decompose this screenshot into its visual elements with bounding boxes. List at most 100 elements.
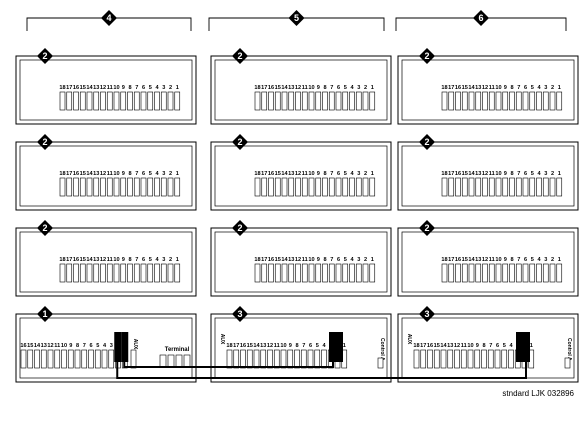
slot-number: 4 bbox=[155, 171, 159, 177]
slot-number: 1 bbox=[558, 171, 561, 177]
cable-connector bbox=[329, 332, 336, 362]
slot bbox=[294, 349, 300, 369]
slot bbox=[253, 349, 260, 369]
slot bbox=[167, 263, 174, 283]
slot bbox=[369, 91, 376, 111]
slot-number: 16 bbox=[240, 343, 246, 349]
badge-diamond bbox=[37, 306, 53, 322]
slot bbox=[549, 263, 556, 283]
cable-to-cabinet-6 bbox=[116, 362, 527, 379]
badge-diamond bbox=[37, 48, 53, 64]
slot-number: 8 bbox=[295, 343, 298, 349]
slot bbox=[174, 91, 181, 111]
slot-number: 12 bbox=[267, 343, 273, 349]
slot bbox=[280, 349, 287, 369]
slot bbox=[240, 349, 246, 369]
slot bbox=[502, 263, 509, 283]
slot-number: 12 bbox=[295, 257, 301, 263]
slot-number: 4 bbox=[537, 171, 541, 177]
cabinet-outer bbox=[210, 141, 392, 211]
slot bbox=[301, 263, 308, 283]
badge-diamond bbox=[419, 134, 435, 150]
slot-number: 4 bbox=[155, 85, 159, 91]
slot-number: 5 bbox=[531, 171, 534, 177]
slot-number: 2 bbox=[551, 171, 554, 177]
badge-number: 2 bbox=[42, 51, 47, 61]
badge: 5 bbox=[288, 10, 305, 26]
slot bbox=[67, 349, 74, 369]
slot bbox=[461, 177, 468, 197]
slot bbox=[113, 177, 120, 197]
slot-number: 16 bbox=[427, 343, 433, 349]
slot bbox=[487, 349, 494, 369]
slot bbox=[274, 177, 281, 197]
slot bbox=[274, 91, 281, 111]
slot-number: 13 bbox=[288, 257, 294, 263]
column-bracket: 4 bbox=[26, 10, 192, 31]
slot bbox=[93, 177, 100, 197]
slot-number: 13 bbox=[475, 85, 481, 91]
slot bbox=[79, 177, 86, 197]
slot-number: 7 bbox=[135, 257, 138, 263]
slot bbox=[355, 177, 362, 197]
aux-label: AUX bbox=[132, 339, 138, 350]
slot-number: 17 bbox=[448, 257, 454, 263]
slot bbox=[542, 91, 549, 111]
slot-number: 14 bbox=[86, 85, 93, 91]
slot bbox=[349, 91, 355, 111]
cabinet-inner bbox=[214, 145, 388, 207]
slot bbox=[86, 177, 93, 197]
slot-number: 6 bbox=[309, 343, 312, 349]
slot-number: 15 bbox=[434, 343, 440, 349]
slot bbox=[522, 91, 529, 111]
slot bbox=[66, 177, 73, 197]
slot bbox=[349, 177, 355, 197]
slot bbox=[308, 177, 315, 197]
slot-number: 6 bbox=[524, 85, 527, 91]
slot-number: 15 bbox=[275, 85, 281, 91]
slot bbox=[508, 349, 514, 369]
slot-number: 4 bbox=[322, 343, 326, 349]
slot bbox=[160, 91, 167, 111]
cabinet-outer bbox=[210, 227, 392, 297]
slot-number: 13 bbox=[288, 85, 294, 91]
slot-number: 14 bbox=[86, 257, 93, 263]
slot-number: 17 bbox=[420, 343, 426, 349]
slot-number: 12 bbox=[295, 171, 301, 177]
slot bbox=[267, 349, 273, 369]
slot bbox=[362, 263, 369, 283]
slot bbox=[167, 91, 174, 111]
slot-number: 4 bbox=[350, 171, 354, 177]
slot bbox=[174, 263, 181, 283]
badge: 2 bbox=[37, 134, 53, 150]
slot-number: 13 bbox=[475, 171, 481, 177]
badge: 2 bbox=[232, 48, 248, 64]
badge: 2 bbox=[37, 48, 53, 64]
slot bbox=[488, 263, 495, 283]
slot-number: 4 bbox=[103, 343, 107, 349]
badge-number: 2 bbox=[237, 51, 242, 61]
slot-number: 15 bbox=[247, 343, 253, 349]
cabinet-inner bbox=[401, 145, 575, 207]
slot-number: 14 bbox=[281, 171, 288, 177]
slot bbox=[335, 177, 342, 197]
control-slot bbox=[564, 357, 571, 369]
slot bbox=[147, 177, 154, 197]
slot-number: 18 bbox=[441, 257, 447, 263]
slot-number: 10 bbox=[495, 85, 501, 91]
slot bbox=[86, 263, 93, 283]
slot-number: 13 bbox=[260, 343, 266, 349]
slot bbox=[315, 91, 322, 111]
slot bbox=[467, 349, 474, 369]
slot-number: 17 bbox=[261, 85, 267, 91]
slot-number: 5 bbox=[316, 343, 319, 349]
cabinet-outer bbox=[397, 227, 579, 297]
cabinet-inner bbox=[401, 59, 575, 121]
slot bbox=[226, 349, 233, 369]
slot-number: 13 bbox=[93, 257, 99, 263]
slot bbox=[369, 177, 376, 197]
slot-number: 1 bbox=[558, 257, 561, 263]
